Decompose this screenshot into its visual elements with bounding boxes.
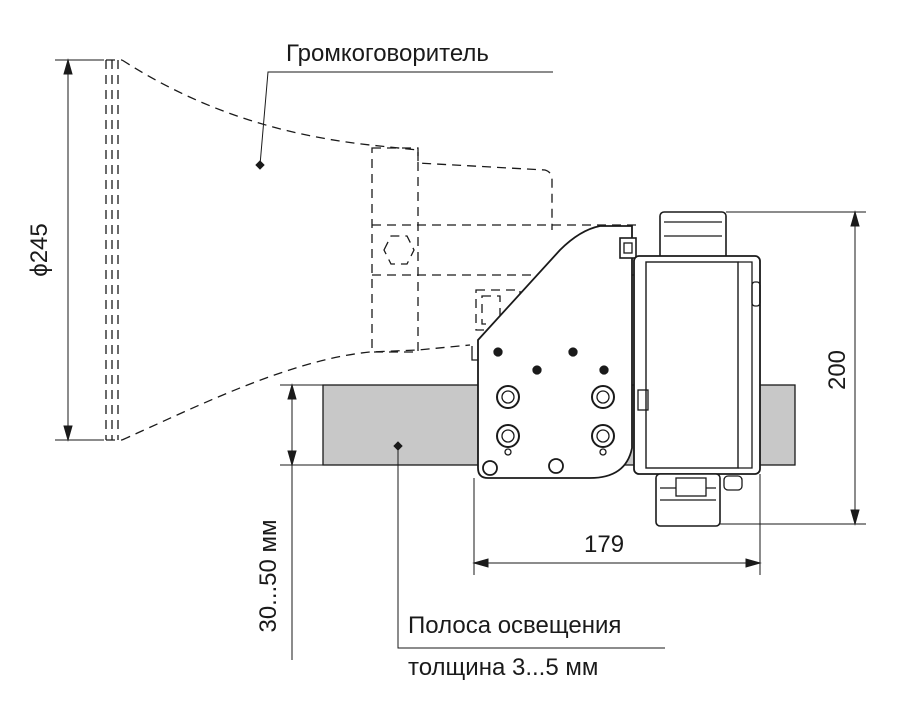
mounting-bracket (471, 225, 637, 479)
leader-loudspeaker (255, 71, 553, 170)
loudspeaker-horn (105, 59, 640, 441)
dimension-diameter (55, 58, 104, 442)
dimension-strip (280, 383, 323, 660)
strip-thickness-label: толщина 3...5 мм (408, 654, 599, 681)
loudspeaker-label: Громкоговоритель (286, 40, 489, 67)
strip-range-label: 30...50 мм (255, 519, 282, 633)
width-label: 179 (584, 531, 625, 558)
dimension-height (720, 210, 866, 526)
diameter-label: ϕ245 (26, 223, 53, 277)
height-label: 200 (824, 349, 851, 391)
strip-name-label: Полоса освещения (408, 612, 622, 639)
bolt-group (482, 385, 615, 476)
leader-strip (393, 441, 665, 649)
housing-box (633, 211, 761, 527)
dimension-width (472, 474, 762, 575)
